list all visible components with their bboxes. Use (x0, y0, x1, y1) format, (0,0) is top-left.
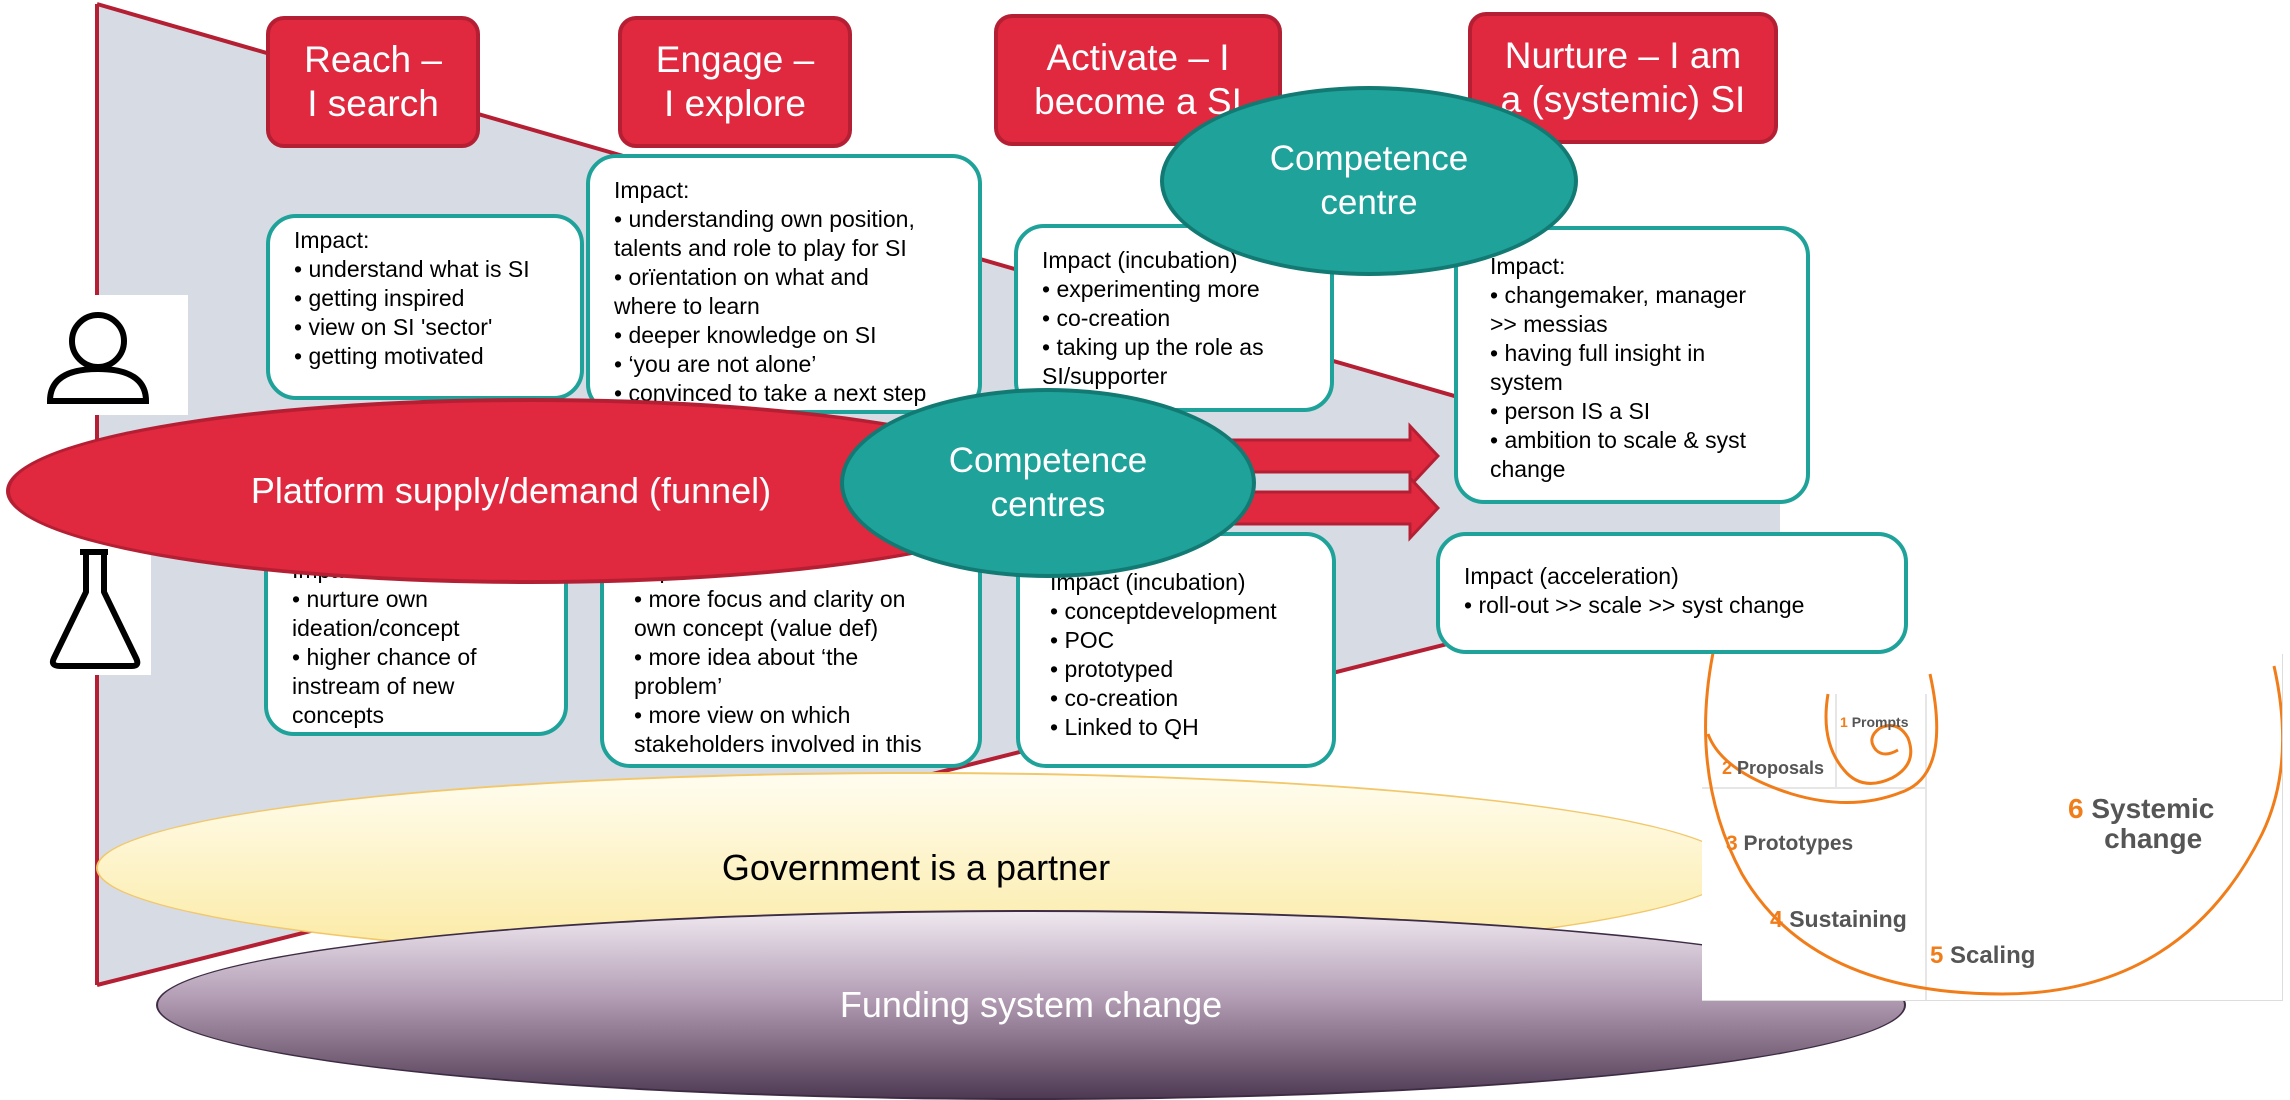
impact-box-nurture-top: Impact: • changemaker, manager >> messia… (1454, 226, 1810, 504)
impact-line: • more view on which (634, 702, 851, 728)
impact-line: >> messias (1490, 311, 1608, 337)
impact-box-engage-top: Impact: • understanding own position, ta… (586, 154, 982, 414)
person-icon-panel (36, 295, 188, 415)
spiral-step-5-label: Scaling (1950, 942, 2036, 969)
platform-label: Platform supply/demand (funnel) (250, 470, 772, 511)
impact-box-reach-top: Impact: • understand what is SI • gettin… (266, 214, 584, 400)
impact-line: stakeholders involved in this (634, 731, 922, 757)
impact-line: Impact (incubation) (1042, 247, 1238, 273)
impact-line: SI/supporter (1042, 363, 1168, 389)
impact-line: • changemaker, manager (1490, 282, 1747, 308)
innovation-spiral: 1 Prompts 2 Proposals 3 Prototypes 4 Sus… (1702, 654, 2283, 1001)
impact-line: • more idea about ‘the (634, 644, 859, 670)
impact-line: • having full insight in (1490, 340, 1706, 366)
impact-line: • higher chance of (292, 644, 477, 670)
spiral-step-1-label: Prompts (1851, 714, 1909, 730)
impact-line: • POC (1050, 627, 1115, 653)
impact-line: system (1490, 369, 1563, 395)
impact-line: • ambition to scale & syst (1490, 427, 1747, 453)
impact-box-activate-top: Impact (incubation) • experimenting more… (1014, 224, 1334, 412)
impact-line: • co-creation (1050, 685, 1179, 711)
spiral-step-4-num: 4 (1770, 906, 1783, 932)
impact-line: Impact (acceleration) (1464, 563, 1679, 589)
impact-line: • nurture own (292, 586, 428, 612)
impact-line: instream of new (292, 673, 455, 699)
impact-line: • more focus and clarity on (634, 586, 906, 612)
spiral-step-5: 5 Scaling (1930, 942, 2035, 970)
spiral-step-6-label: Systemic (2091, 793, 2215, 824)
competence-centres-ellipse: Competence centres (840, 388, 1256, 578)
spiral-step-2: 2 Proposals (1722, 758, 1824, 779)
person-icon (46, 312, 150, 404)
impact-line: • orïentation on what and (614, 264, 869, 290)
impact-line: ideation/concept (292, 615, 460, 641)
spiral-step-4-label: Sustaining (1789, 906, 1907, 932)
stage-nurture: Nurture – I am a (systemic) SI (1468, 12, 1778, 144)
stage-engage-line2: I explore (664, 83, 806, 124)
impact-line: Impact: (294, 227, 370, 253)
spiral-step-2-num: 2 (1722, 758, 1733, 778)
impact-line: • experimenting more (1042, 276, 1260, 302)
stage-reach-line2: I search (307, 83, 439, 124)
spiral-step-1-num: 1 (1840, 714, 1848, 730)
spiral-step-6: 6 Systemic change (2068, 794, 2214, 854)
impact-line: Impact: (614, 177, 690, 203)
impact-line: • Linked to QH (1050, 714, 1199, 740)
flask-icon-panel (36, 540, 151, 675)
impact-line: • view on SI 'sector' (294, 314, 493, 340)
impact-line: • roll-out >> scale >> syst change (1464, 592, 1805, 618)
spiral-curve (1702, 654, 2282, 1000)
competence-centre-ellipse: Competence centre (1160, 86, 1578, 276)
spiral-step-6-label2: change (2104, 823, 2203, 854)
stage-activate: Activate – I become a SI (994, 14, 1282, 146)
spiral-step-6-num: 6 (2068, 793, 2084, 824)
impact-line: own concept (value def) (634, 615, 879, 641)
impact-box-nurture-bottom: Impact (acceleration) • roll-out >> scal… (1436, 532, 1908, 654)
stage-nurture-line2: a (systemic) SI (1500, 79, 1746, 120)
impact-line: concepts (292, 702, 385, 728)
funding-label: Funding system change (839, 984, 1223, 1025)
impact-line: • co-creation (1042, 305, 1171, 331)
stage-activate-line2: become a SI (1034, 81, 1242, 122)
funding-ellipse: Funding system change (156, 910, 1906, 1100)
impact-line: problem’ (634, 673, 723, 699)
stage-reach-line1: Reach – (304, 39, 442, 80)
impact-line: • understand what is SI (294, 256, 530, 282)
competence-centres-line2: centres (990, 485, 1106, 524)
flask-icon (49, 549, 141, 669)
competence-centres-line1: Competence (948, 441, 1148, 480)
impact-line: • understanding own position, (614, 206, 915, 232)
spiral-step-3-num: 3 (1726, 832, 1738, 855)
impact-line: • prototyped (1050, 656, 1174, 682)
competence-centre-line2: centre (1320, 183, 1418, 222)
impact-line: change (1490, 456, 1566, 482)
spiral-step-5-num: 5 (1930, 942, 1944, 969)
spiral-step-3-label: Prototypes (1743, 832, 1854, 855)
spiral-step-2-label: Proposals (1737, 758, 1825, 778)
stage-engage-line1: Engage – (655, 39, 815, 80)
impact-line: talents and role to play for SI (614, 235, 907, 261)
impact-line: Impact: (1490, 253, 1566, 279)
impact-line: • conceptdevelopment (1050, 598, 1277, 624)
impact-line: • getting motivated (294, 343, 484, 369)
spiral-step-1: 1 Prompts (1840, 714, 1908, 730)
impact-line: • ‘you are not alone’ (614, 351, 817, 377)
stage-reach: Reach – I search (266, 16, 480, 148)
impact-line: • person IS a SI (1490, 398, 1651, 424)
impact-line: • taking up the role as (1042, 334, 1264, 360)
impact-line: where to learn (614, 293, 760, 319)
stage-engage: Engage – I explore (618, 16, 852, 148)
stage-nurture-line1: Nurture – I am (1504, 35, 1742, 76)
competence-centre-line1: Competence (1269, 139, 1469, 178)
spiral-step-3: 3 Prototypes (1726, 832, 1853, 856)
spiral-step-4: 4 Sustaining (1770, 906, 1907, 933)
government-label: Government is a partner (721, 847, 1111, 888)
impact-line: • getting inspired (294, 285, 465, 311)
impact-line: • deeper knowledge on SI (614, 322, 877, 348)
stage-activate-line1: Activate – I (1046, 37, 1230, 78)
